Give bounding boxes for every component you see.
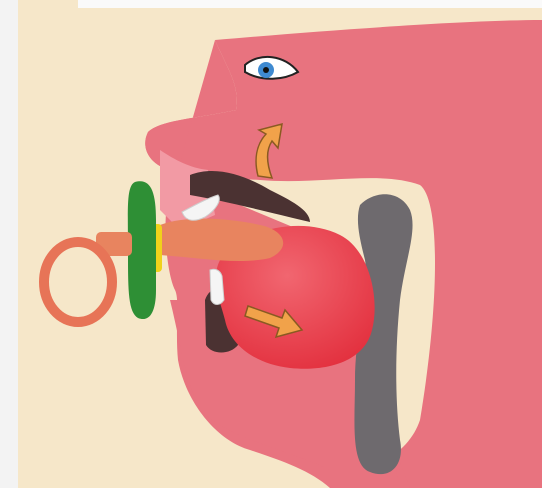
- pacifier-shield: [128, 181, 156, 319]
- left-white-bar: [0, 0, 18, 488]
- lower-tooth: [210, 269, 224, 304]
- top-white-bar: [78, 0, 542, 8]
